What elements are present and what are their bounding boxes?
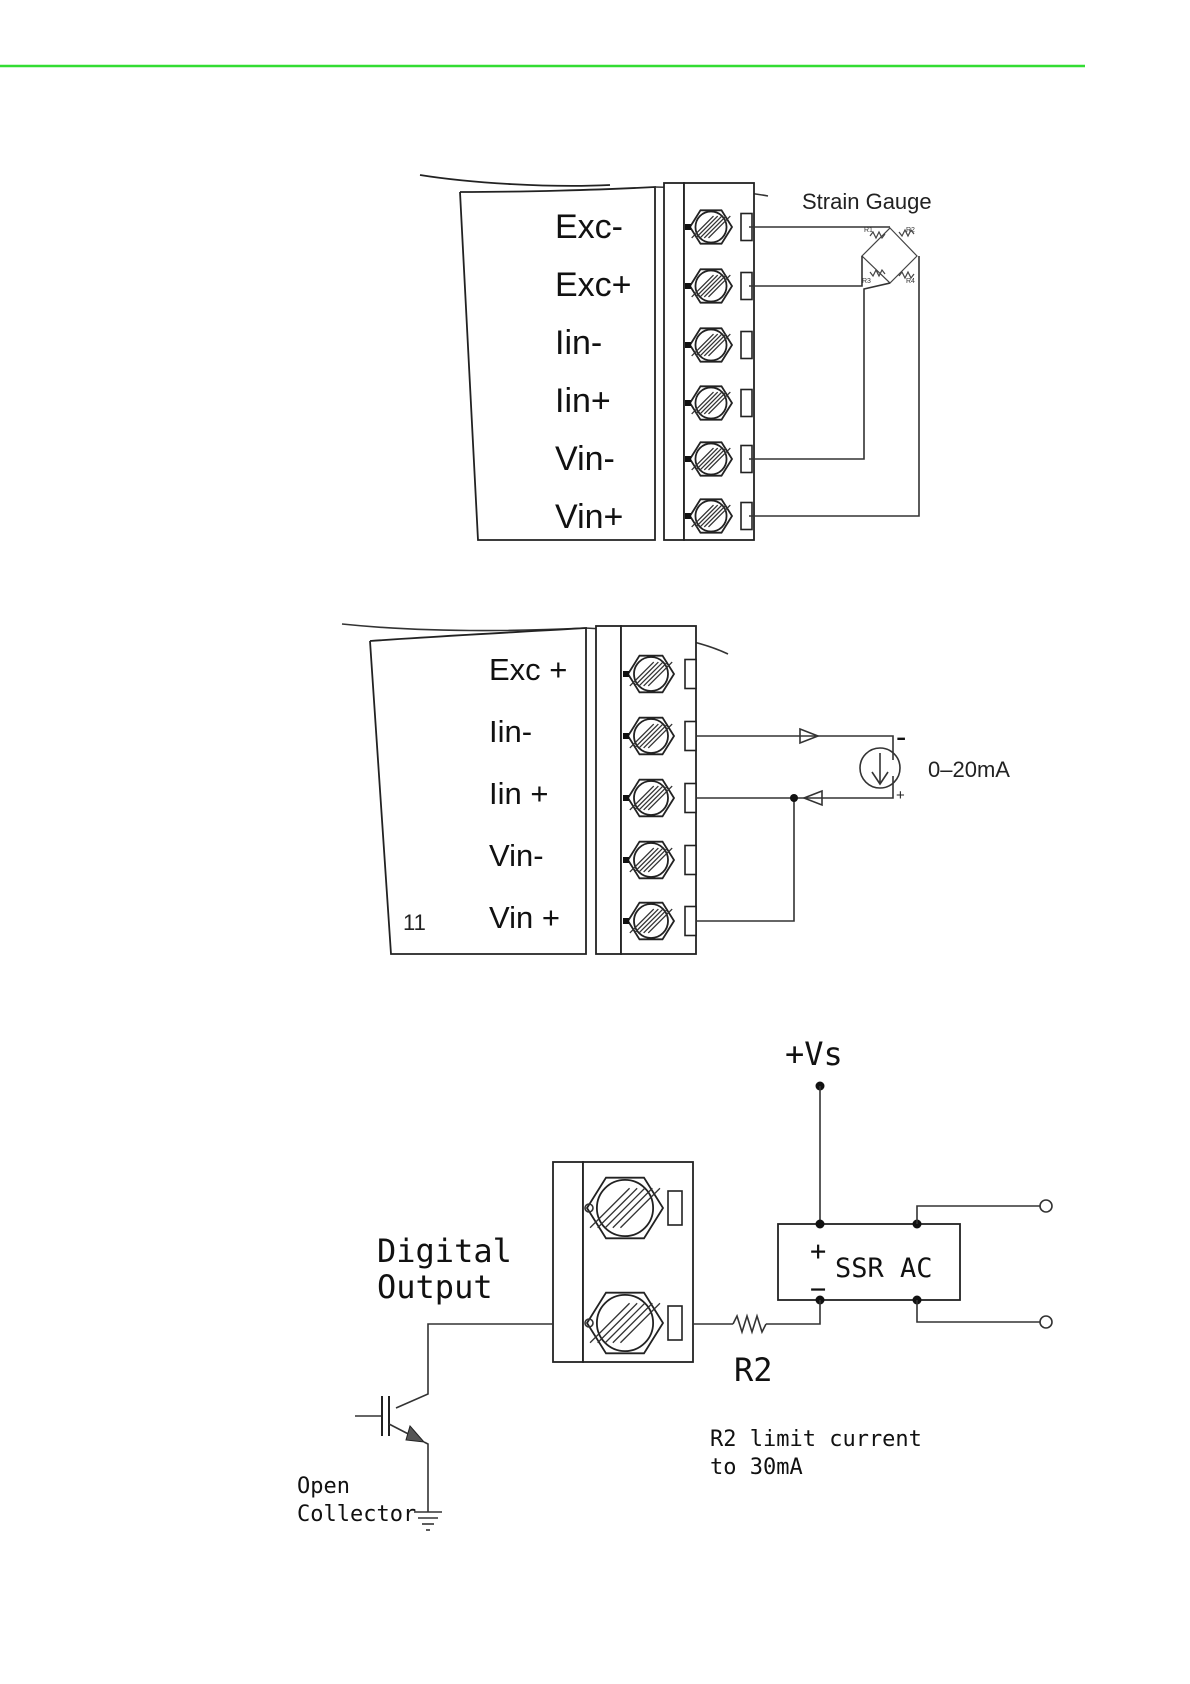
resistor-r2-label: R2 xyxy=(734,1351,773,1389)
resistor-r2-zigzag xyxy=(733,1316,766,1332)
supply-label: +Vs xyxy=(785,1035,843,1073)
module-top-curve xyxy=(420,175,610,186)
terminal2-label-iin-minus: Iin- xyxy=(489,714,532,749)
terminal-label-exc-minus: Exc- xyxy=(555,208,623,246)
npn-transistor-icon xyxy=(355,1396,424,1442)
wire-collector xyxy=(396,1324,553,1408)
ground-icon xyxy=(414,1512,442,1530)
terminal2-label-exc-plus: Exc + xyxy=(489,652,567,687)
source-polarity-plus: + xyxy=(896,787,905,804)
terminal-label-exc-plus: Exc+ xyxy=(555,266,632,304)
ac-terminal-bottom xyxy=(1040,1316,1052,1328)
current-input-diagram: Exc + Iin- Iin + Vin- Vin + 11 - + 0–20m… xyxy=(342,624,1010,954)
ac-terminal-top xyxy=(1040,1200,1052,1212)
wire-vin-minus xyxy=(749,283,890,459)
wire-exc-plus xyxy=(749,256,862,286)
terminal-block2-left-strip xyxy=(596,626,621,954)
wire-vin-plus xyxy=(749,256,919,516)
output-terminal-left-strip xyxy=(553,1162,583,1362)
terminal2-label-vin-plus: Vin + xyxy=(489,900,560,935)
terminal-label-iin-minus: Iin- xyxy=(555,324,602,362)
junction-dot xyxy=(790,794,798,802)
wire-ac-bottom xyxy=(917,1300,1040,1322)
wire-ac-top xyxy=(917,1206,1040,1224)
resistor-r2-label: R2 xyxy=(906,227,915,234)
ssr-label: SSR AC xyxy=(835,1253,933,1284)
current-source-icon xyxy=(860,748,900,788)
terminal-label-vin-minus: Vin- xyxy=(555,440,615,478)
source-range-label: 0–20mA xyxy=(928,757,1010,782)
note-line-2: to 30mA xyxy=(710,1455,803,1480)
ssr-plus-node xyxy=(816,1220,825,1229)
digital-output-diagram: +Vs SSR AC + − R2 R2 limit current to 30… xyxy=(297,1035,1052,1530)
digital-output-label-line2: Output xyxy=(377,1268,493,1306)
resistor-r4-label: R4 xyxy=(906,278,915,285)
note-line-1: R2 limit current xyxy=(710,1427,922,1452)
open-collector-label-line2: Collector xyxy=(297,1502,416,1527)
bridge-resistor-network: R1 R2 R3 R4 xyxy=(862,227,917,285)
terminal-label-vin-plus: Vin+ xyxy=(555,498,623,536)
terminal-label-iin-plus: Iin+ xyxy=(555,382,611,420)
resistor-r1-label: R1 xyxy=(864,227,873,234)
open-collector-label-line1: Open xyxy=(297,1474,350,1499)
strain-gauge-label: Strain Gauge xyxy=(802,189,932,214)
strain-gauge-diagram: Exc- Exc+ Iin- Iin+ Vin- Vin+ Strain Gau… xyxy=(420,175,932,540)
source-polarity-minus: - xyxy=(896,719,906,754)
pin-number-label: 11 xyxy=(403,910,426,935)
resistor-r3-label: R3 xyxy=(862,278,871,285)
terminal2-label-vin-minus: Vin- xyxy=(489,838,544,873)
wire-vin-plus-jumper xyxy=(696,798,794,921)
terminal2-label-iin-plus: Iin + xyxy=(489,776,548,811)
ssr-plus-label: + xyxy=(810,1236,826,1267)
digital-output-label-line1: Digital xyxy=(377,1232,512,1270)
wire-emitter xyxy=(424,1442,428,1512)
terminal-block-left-strip xyxy=(664,183,684,540)
